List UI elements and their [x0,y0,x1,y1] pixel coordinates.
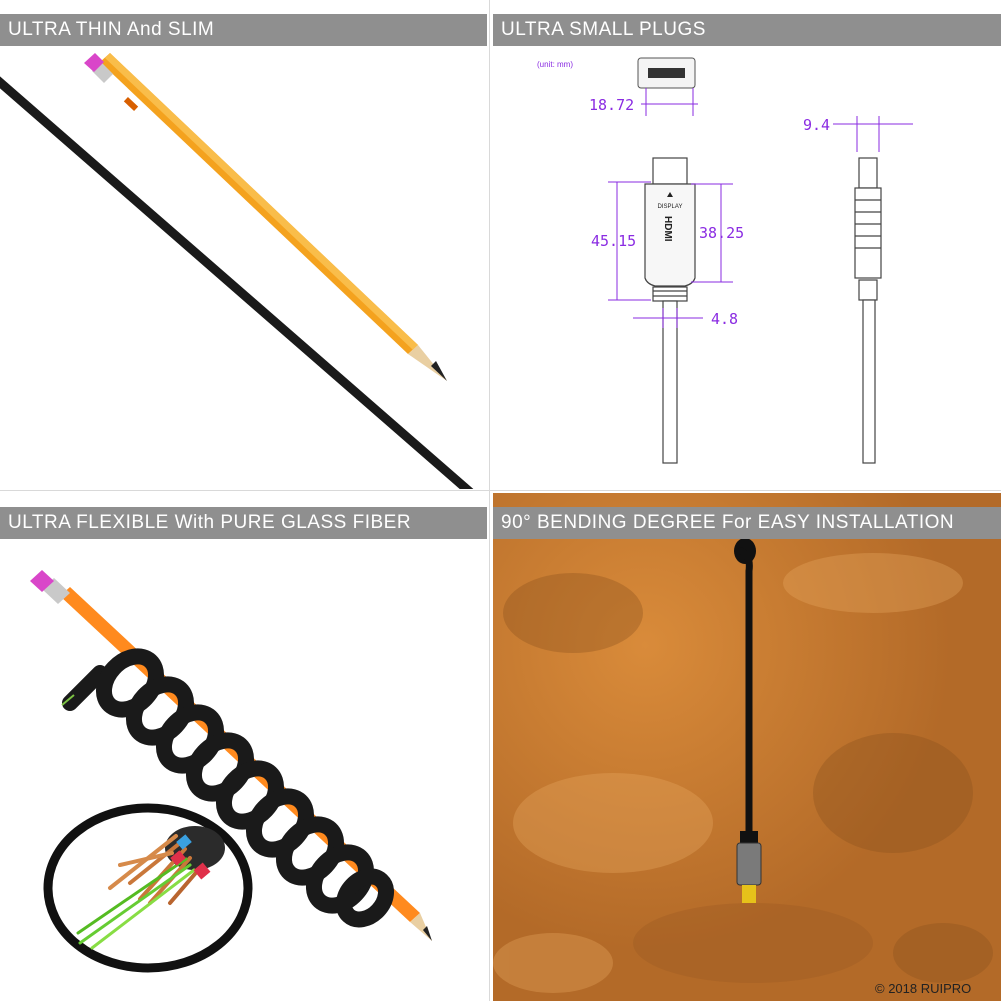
flexible-illustration [30,570,432,973]
unit-note: (unit: mm) [537,60,573,69]
panel-title-plugs: ULTRA SMALL PLUGS [493,14,1001,46]
pencil-image [84,53,447,381]
horizontal-divider [0,490,1001,491]
plug-front-view [644,157,696,464]
panel-title-bending: 90° BENDING DEGREE For EASY INSTALLATION [493,507,1001,539]
panel-title-flexible: ULTRA FLEXIBLE With PURE GLASS FIBER [0,507,487,539]
magnifier-view [43,803,253,973]
dim-body: 38.25 [699,224,745,242]
dim-side: 9.4 [803,116,831,134]
wall-mounted-cable [734,538,762,903]
glass-fibers [76,857,196,950]
panel-ultra-flexible: ULTRA FLEXIBLE With PURE GLASS FIBER [0,493,487,1001]
black-cable [0,76,474,489]
dim-width: 18.72 [589,96,635,114]
vertical-divider [489,0,490,1001]
vertical-gutter [487,0,493,1001]
copyright-text: © 2018 RUIPRO [875,981,972,996]
panel-small-plugs: ULTRA SMALL PLUGS DISPLAY HDMI [493,0,1001,489]
panel-ultra-thin: ULTRA THIN And SLIM [0,0,487,489]
display-label: DISPLAY [658,204,683,210]
plug-side-view [854,157,882,464]
wall-texture [493,553,993,993]
plug-top-view [637,57,696,89]
plug-drawing: DISPLAY HDMI [608,57,913,464]
dim-overall: 45.15 [591,232,637,250]
hdmi-logo: HDMI [662,216,673,242]
bending-photo [493,493,1001,1001]
fiber-tip [61,694,75,706]
panel-title-thin: ULTRA THIN And SLIM [0,14,487,46]
dimension-lines [608,88,913,328]
coiled-cable [62,648,395,928]
dim-cable: 4.8 [711,310,739,328]
panel-bending: 90° BENDING DEGREE For EASY INSTALLATION… [493,493,1001,1001]
thin-illustration [0,53,474,489]
